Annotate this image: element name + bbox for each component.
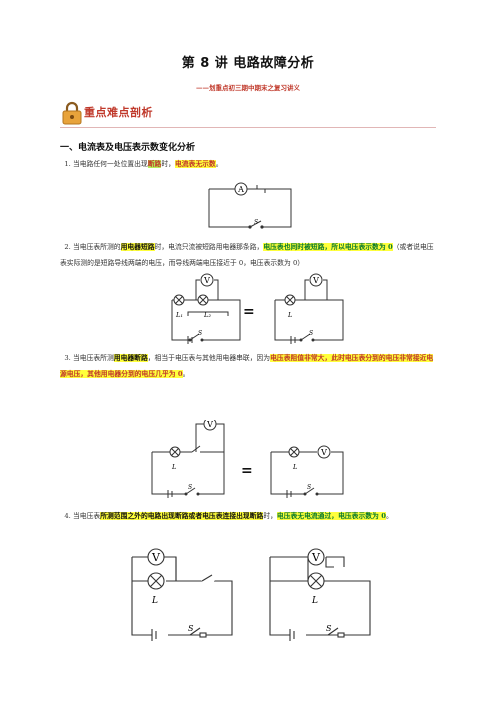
voltmeter-label: V [203,276,210,285]
item-highlight: 用电器短路 [120,243,155,251]
ammeter-label: A [237,185,244,194]
item-highlight: 所测范围之外的电路出现断路或者电压表连接出现断路 [100,512,264,520]
open-circuit-diagram-before: V L S [151,420,225,498]
lamp-label: L [311,596,318,606]
item-highlight: 电流表无示数 [174,160,216,168]
item-text: 。 [182,370,190,378]
switch-label: S [188,624,194,633]
switch-label: S [198,330,202,337]
item-text: 时， [161,160,175,168]
short-circuit-diagram-after: V L S [274,273,344,344]
lamp-label: L [292,463,297,471]
voltmeter-label: V [206,420,213,429]
page-title: 第 8 讲 电路故障分析 [181,56,315,71]
item-text: 当电压表 [73,512,101,520]
badge-label: 重点难点剖析 [84,106,153,119]
lamp-label: L₂ [203,311,211,319]
section-divider [60,127,436,128]
open-circuit-diagram-after: V L S [270,445,344,498]
short-circuit-diagram-before: V L₁ L₂ S [171,273,241,344]
voltmeter-label: V [312,276,319,285]
section-title: 一、电流表及电压表示数变化分析 [60,143,196,153]
list-item: 1. 当电路任何一处位置出现断路时，电流表无示数。 [60,156,438,172]
item-number: 1. [64,160,71,168]
voltmeter-open-diagram-left: V L S [131,548,233,641]
item-text: 当电压表所测的 [73,243,121,251]
item-text: （或者说电压表实际测的是短路导线两端的电压，而导线两端电压接近于 0，电压表示数… [60,243,434,267]
switch-label: S [307,484,311,491]
voltmeter-label: V [311,551,321,564]
switch-label: S [309,330,313,337]
voltmeter-label: V [320,448,327,457]
item-highlight: 用电器断路 [113,354,148,362]
item-highlight: 电压表无电流通过，电压表示数为 0 [276,512,386,520]
item-text: ，相当于电压表与其他用电器串联，因为 [147,354,271,362]
lamp-label: L [287,311,292,319]
equals-sign: = [243,304,255,320]
list-item: 2. 当电压表所测的用电器短路时，电流只流被短路用电器那条路，电压表也同时被短路… [60,239,438,271]
item-highlight: 断路 [147,160,162,168]
voltmeter-label: V [151,551,161,564]
item-text: 时，电流只流被短路用电器那条路， [154,243,264,251]
item-text: 当电路任何一处位置出现 [73,160,148,168]
item-text: 。 [385,512,393,520]
equals-sign: = [241,463,253,479]
page-subtitle: ——划重点初三期中期末之复习讲义 [196,84,300,92]
voltmeter-open-diagram-right: V L S [269,548,371,641]
item-text: 当电压表所测 [73,354,114,362]
lamp-label: L [171,463,176,471]
list-item: 3. 当电压表所测用电器断路，相当于电压表与其他用电器串联，因为电压表阻值非常大… [60,350,438,382]
switch-label: S [326,624,332,633]
list-item: 4. 当电压表所测范围之外的电路出现断路或者电压表连接出现断路时，电压表无电流通… [60,508,438,524]
item-number: 3. [64,354,71,362]
item-text: 时， [263,512,277,520]
lamp-label: L₁ [175,311,183,319]
ammeter-circuit-diagram: A S [208,182,292,229]
lamp-label: L [151,596,158,606]
item-text: 。 [215,160,223,168]
switch-label: S [188,484,192,491]
item-number: 2. [64,243,71,251]
switch-label: S [254,219,258,226]
item-highlight: 电压表也同时被短路，所以电压表示数为 0 [263,243,393,251]
item-number: 4. [64,512,71,520]
lock-icon [62,101,82,125]
